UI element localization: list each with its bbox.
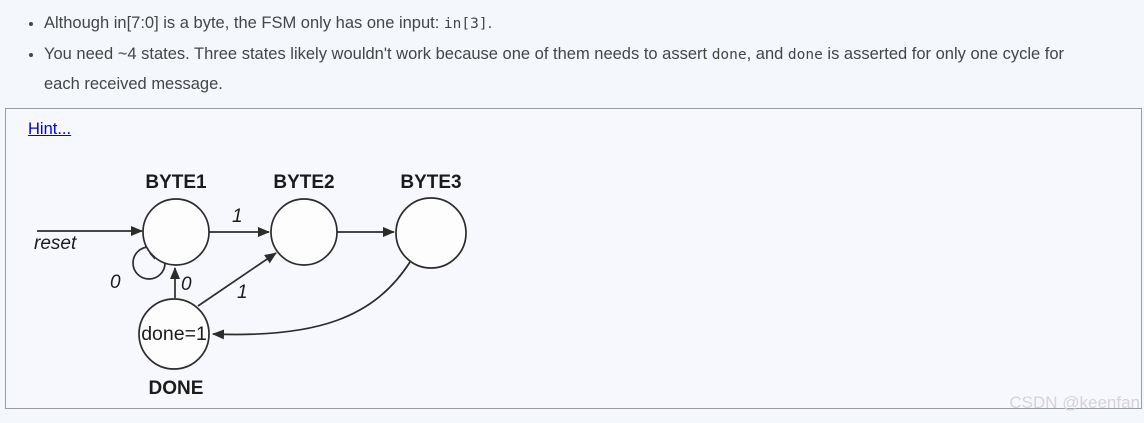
state-label-byte3: BYTE3	[400, 172, 461, 193]
state-done	[138, 298, 210, 370]
inline-code: done	[787, 47, 823, 63]
state-label-done: DONE	[149, 378, 204, 399]
note-item-input: Although in[7:0] is a byte, the FSM only…	[44, 9, 1084, 39]
hint-link[interactable]: Hint...	[28, 120, 72, 138]
state-byte3	[395, 197, 467, 269]
edge-label-reset: reset	[34, 233, 77, 254]
edge-label-loop-0: 0	[110, 272, 121, 293]
inline-code: in[3]	[443, 16, 488, 32]
watermark: CSDN @keenfan	[1009, 393, 1140, 412]
done-output-label: done=1	[141, 323, 207, 345]
note-text: , and	[746, 45, 788, 63]
state-byte2	[270, 198, 338, 266]
inline-code: done	[711, 47, 747, 63]
note-text: Although in[7:0] is a byte, the FSM only…	[44, 14, 444, 32]
note-item-states: You need ~4 states. Three states likely …	[44, 40, 1084, 99]
edge-label-b1b2-1: 1	[232, 206, 243, 227]
edge-byte3-to-done	[212, 261, 411, 340]
note-text: is asserted for only one cycle for each …	[44, 45, 1065, 93]
edge-label-done-b1-0: 0	[181, 274, 192, 295]
state-byte1	[142, 198, 210, 266]
state-label-byte2: BYTE2	[273, 172, 334, 193]
edge-label-done-b2-1: 1	[237, 282, 248, 303]
state-label-byte1: BYTE1	[145, 172, 207, 193]
notes-list: Although in[7:0] is a byte, the FSM only…	[0, 0, 1084, 99]
note-text: .	[487, 14, 493, 32]
fsm-state-diagram: BYTE1 BYTE2 BYTE3 DONE reset 0 1 0	[26, 163, 486, 403]
hint-panel: Hint... BYTE1 BYTE2 BYTE3 DONE reset 0	[5, 108, 1142, 412]
note-text: You need ~4 states. Three states likely …	[44, 45, 712, 63]
edge-done-to-byte2	[197, 252, 277, 307]
